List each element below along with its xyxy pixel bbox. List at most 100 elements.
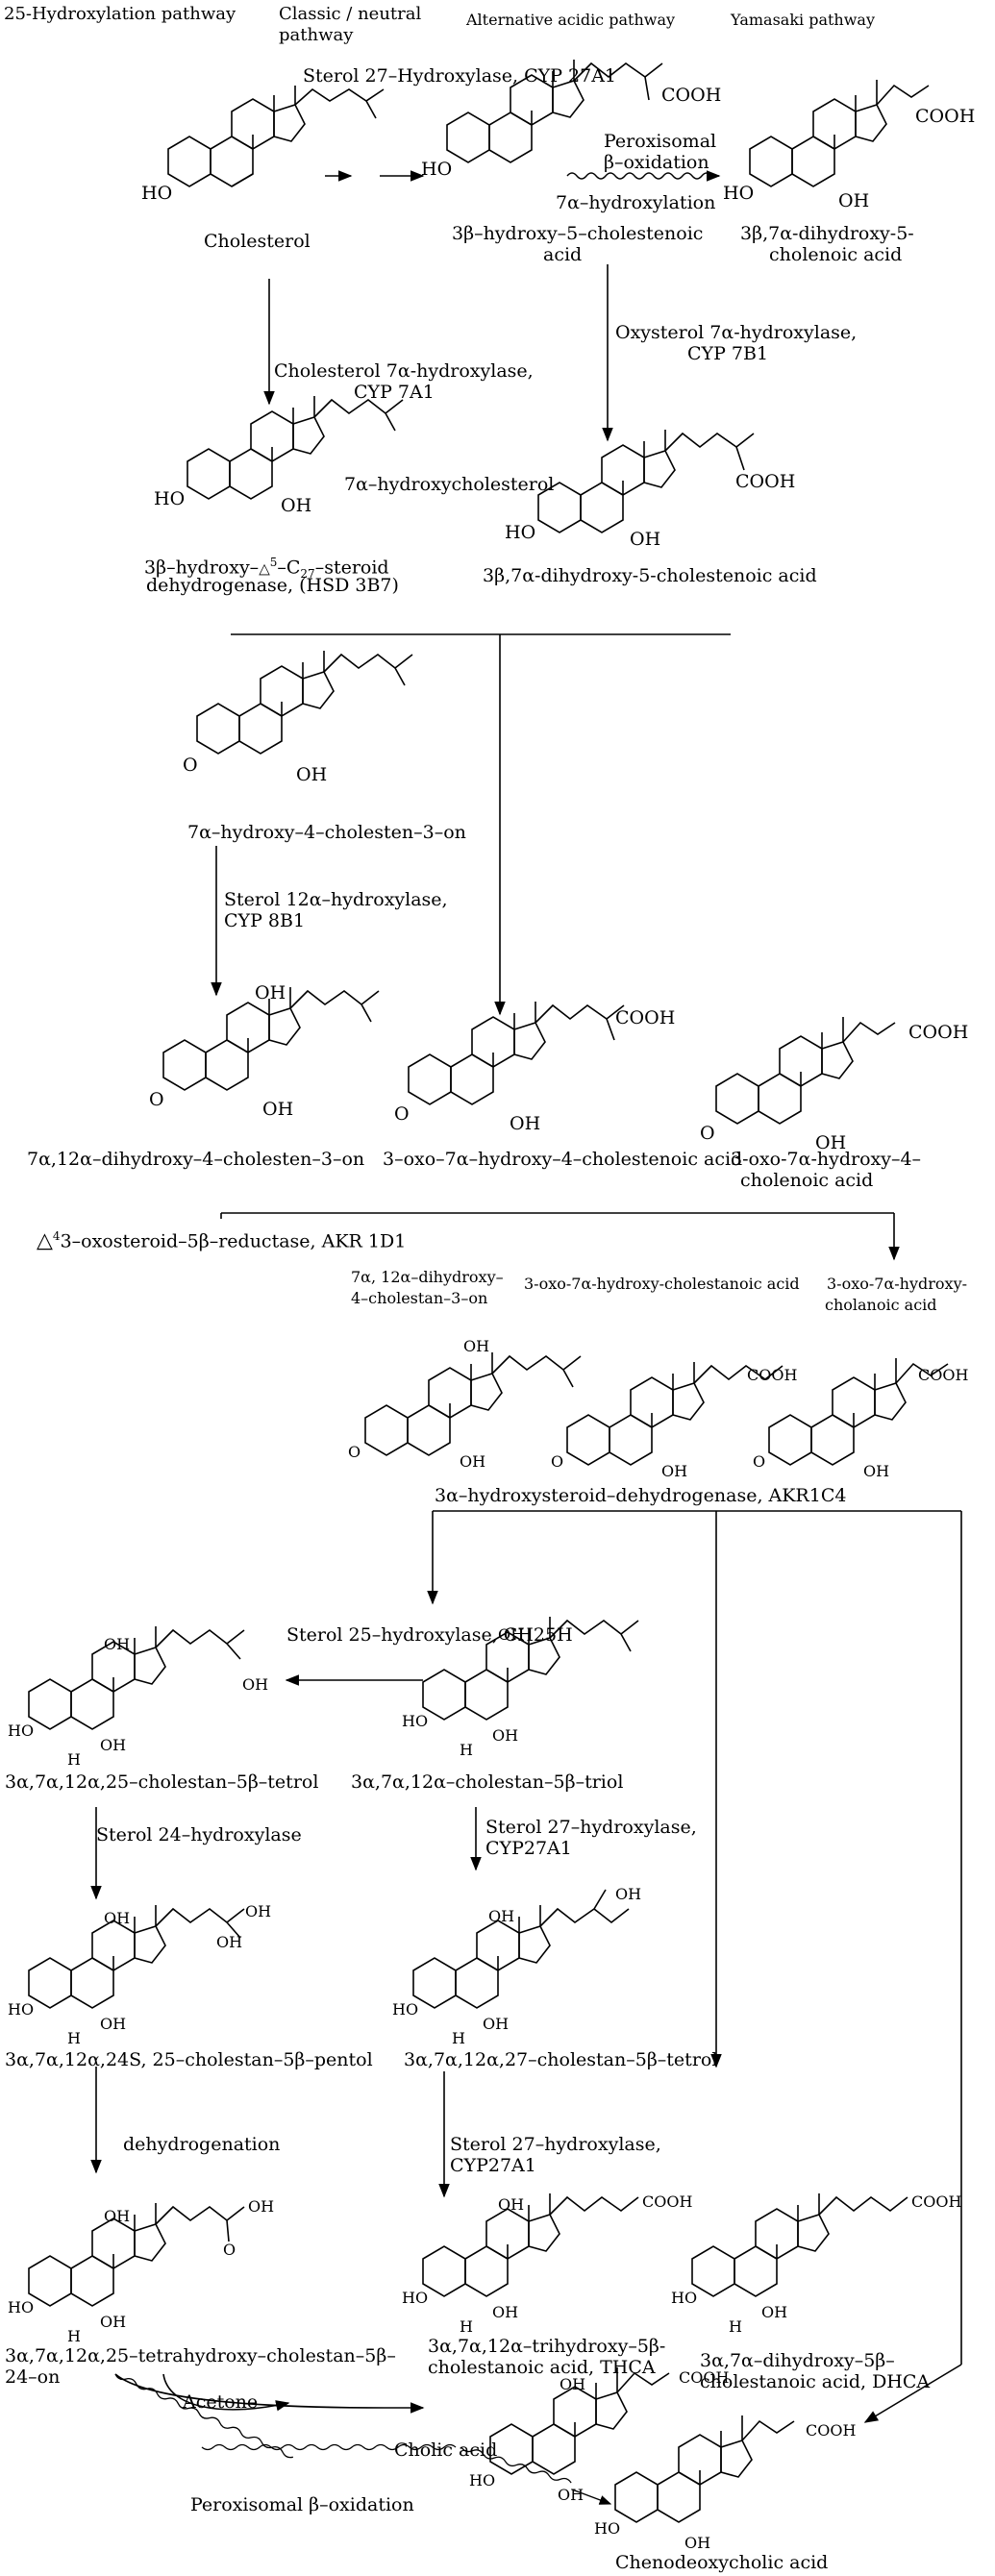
molecule-hydroxycholestenoic xyxy=(446,60,663,163)
compound-cholesterol: Cholesterol xyxy=(204,231,311,252)
atom-oh-20a: OH xyxy=(560,2375,586,2393)
header-classic-a: Classic / neutral xyxy=(279,4,422,24)
atom-cooh-8: COOH xyxy=(615,1007,676,1028)
compound-dihydroxycholenoic-a: 3β,7α-dihydroxy-5- xyxy=(740,223,914,244)
enzyme-cyp7a1-b: CYP 7A1 xyxy=(354,382,435,403)
molecule-cholic-acid xyxy=(489,2367,670,2475)
molecule-dihydroxycholestenoic xyxy=(537,430,755,533)
compound-dhca-b: cholestanoic acid, DHCA xyxy=(700,2371,931,2392)
compound-oxocholestanoic: 3-oxo-7α-hydroxy-cholestanoic acid xyxy=(524,1275,800,1293)
compound-hsd3b7-a: 3β–hydroxy–△5–C27–steroid xyxy=(144,556,389,582)
compound-hcholestenoic-b: acid xyxy=(543,244,583,265)
atom-ho-15: HO xyxy=(8,2000,35,2019)
atom-oh-17a: OH xyxy=(104,2207,131,2225)
atom-oh-14b: OH xyxy=(492,1726,519,1745)
atom-h-17: H xyxy=(67,2327,81,2345)
atom-o-6: O xyxy=(183,755,198,776)
compound-tetrahydroxy-b: 24–on xyxy=(5,2366,61,2388)
atom-ho-14: HO xyxy=(402,1712,429,1730)
compound-chenodeoxycholic: Chenodeoxycholic acid xyxy=(615,2552,829,2573)
enzyme-cyp27a1-b1: Sterol 27–hydroxylase, xyxy=(485,1817,697,1838)
atom-oh-7a: OH xyxy=(255,982,286,1003)
atom-ho-2: HO xyxy=(421,159,453,180)
compound-tetrahydroxy-a: 3α,7α,12α,25–tetrahydroxy–cholestan–5β– xyxy=(5,2345,396,2366)
enzyme-cyp7b1-b: CYP 7B1 xyxy=(687,343,769,364)
atom-ho-21: HO xyxy=(594,2519,621,2538)
compound-oxocholestenoic: 3–oxo–7α–hydroxy–4–cholestenoic acid xyxy=(383,1149,743,1170)
enzyme-cyp27a1-b2: CYP27A1 xyxy=(485,1838,572,1859)
atom-o-8: O xyxy=(394,1103,410,1125)
atom-cooh-11: COOH xyxy=(747,1366,798,1384)
compound-dihydroxycholestenoic: 3β,7α-dihydroxy-5-cholestenoic acid xyxy=(483,565,817,586)
atom-h-15: H xyxy=(67,2029,81,2047)
atom-cooh-19: COOH xyxy=(911,2192,962,2211)
enzyme-dehydrogenation: dehydrogenation xyxy=(123,2134,281,2155)
molecule-cholesterol xyxy=(167,86,385,187)
atom-oh-15c: OH xyxy=(216,1933,243,1951)
atom-ho-18: HO xyxy=(402,2289,429,2307)
atom-oh-13a: OH xyxy=(104,1635,131,1653)
molecule-thca xyxy=(422,2193,639,2297)
atom-o-17: O xyxy=(223,2241,236,2259)
atom-oh-11: OH xyxy=(661,1462,688,1480)
compound-cholestan3on-a: 7α, 12α–dihydroxy– xyxy=(351,1268,504,1286)
enzyme-cyp27a1-c1: Sterol 27–hydroxylase, xyxy=(450,2134,661,2155)
enzyme-cyp27a1-c2: CYP27A1 xyxy=(450,2155,536,2176)
atom-oh-19: OH xyxy=(761,2303,788,2321)
atom-oh-3: OH xyxy=(838,190,870,211)
molecule-triol xyxy=(422,1617,639,1721)
enzyme-cyp7b1-a: Oxysterol 7α-hydroxylase, xyxy=(615,322,858,343)
compound-oxocholenoic-b: cholenoic acid xyxy=(740,1170,874,1191)
compound-dihydroxycholesten3on: 7α,12α–dihydroxy–4–cholesten–3–on xyxy=(27,1149,365,1170)
atom-cooh-21: COOH xyxy=(806,2421,857,2440)
header-yamasaki: Yamasaki pathway xyxy=(731,11,876,29)
atom-ho-20: HO xyxy=(469,2471,496,2489)
compound-thca-b: cholestanoic acid, THCA xyxy=(428,2357,656,2378)
compound-oxocholanoic-a: 3-oxo-7α-hydroxy- xyxy=(827,1275,968,1293)
atom-oh-17c: OH xyxy=(100,2313,127,2331)
enzyme-sterol24: Sterol 24–hydroxylase xyxy=(96,1824,302,1845)
atom-oh-21: OH xyxy=(684,2534,711,2552)
molecule-oxo-cholestanoic xyxy=(566,1362,784,1466)
compound-pentol: 3α,7α,12α,24S, 25–cholestan–5β–pentol xyxy=(5,2049,373,2070)
atom-oh-10a: OH xyxy=(463,1337,490,1355)
atom-cooh-1: COOH xyxy=(661,85,722,106)
atom-cooh-4: COOH xyxy=(735,471,796,492)
enzyme-peroxisomal-a: Peroxisomal xyxy=(604,131,717,152)
atom-oh-10: OH xyxy=(460,1452,486,1471)
enzyme-akr1c4: 3α–hydroxysteroid–dehydrogenase, AKR1C4 xyxy=(435,1485,847,1506)
atom-oh-16a: OH xyxy=(488,1907,515,1925)
atom-ho-13: HO xyxy=(8,1721,35,1740)
atom-o-11: O xyxy=(551,1452,564,1471)
enzyme-7a-hydroxylation: 7α–hydroxylation xyxy=(556,192,716,213)
atom-cooh-2: COOH xyxy=(915,106,976,127)
atom-oh-13b: OH xyxy=(242,1675,269,1694)
atom-ho-17: HO xyxy=(8,2298,35,2316)
atom-oh-15a: OH xyxy=(104,1909,131,1927)
enzyme-ch25h: Sterol 25–hydroxylase, CH25H xyxy=(286,1624,573,1646)
atom-oh-15b: OH xyxy=(245,1902,272,1920)
atom-o-12: O xyxy=(753,1452,766,1471)
header-alternative-acidic: Alternative acidic pathway xyxy=(466,11,676,29)
molecule-dhca xyxy=(691,2193,908,2297)
atom-h-16: H xyxy=(452,2029,465,2047)
atom-oh-16c: OH xyxy=(483,2015,510,2033)
compound-oxocholenoic-a: 3-oxo-7α-hydroxy–4– xyxy=(731,1149,922,1170)
compound-cholic: Cholic acid xyxy=(394,2440,498,2461)
molecule-dihydroxy-cholesten-3-on xyxy=(162,987,380,1091)
atom-h-19: H xyxy=(729,2317,742,2336)
header-classic-b: pathway xyxy=(279,25,354,45)
molecule-dihydroxycholenoic xyxy=(749,80,930,187)
atom-o-7: O xyxy=(149,1089,164,1110)
compound-oxocholanoic-b: cholanoic acid xyxy=(825,1296,937,1314)
atom-oh-16b: OH xyxy=(615,1885,642,1903)
atom-oh-18b: OH xyxy=(492,2303,519,2321)
enzyme-cyp27a1-top: Sterol 27–Hydroxylase, CYP 27A1 xyxy=(303,65,617,87)
enzyme-cyp7a1-a: Cholesterol 7α-hydroxylase, xyxy=(274,360,534,382)
atom-h-14: H xyxy=(460,1741,473,1759)
atom-oh-6: OH xyxy=(296,764,328,785)
atom-ho-19: HO xyxy=(671,2289,698,2307)
compound-triol: 3α,7α,12α–cholestan–5β–triol xyxy=(351,1771,624,1793)
compound-dihydroxycholenoic-b: cholenoic acid xyxy=(769,244,903,265)
